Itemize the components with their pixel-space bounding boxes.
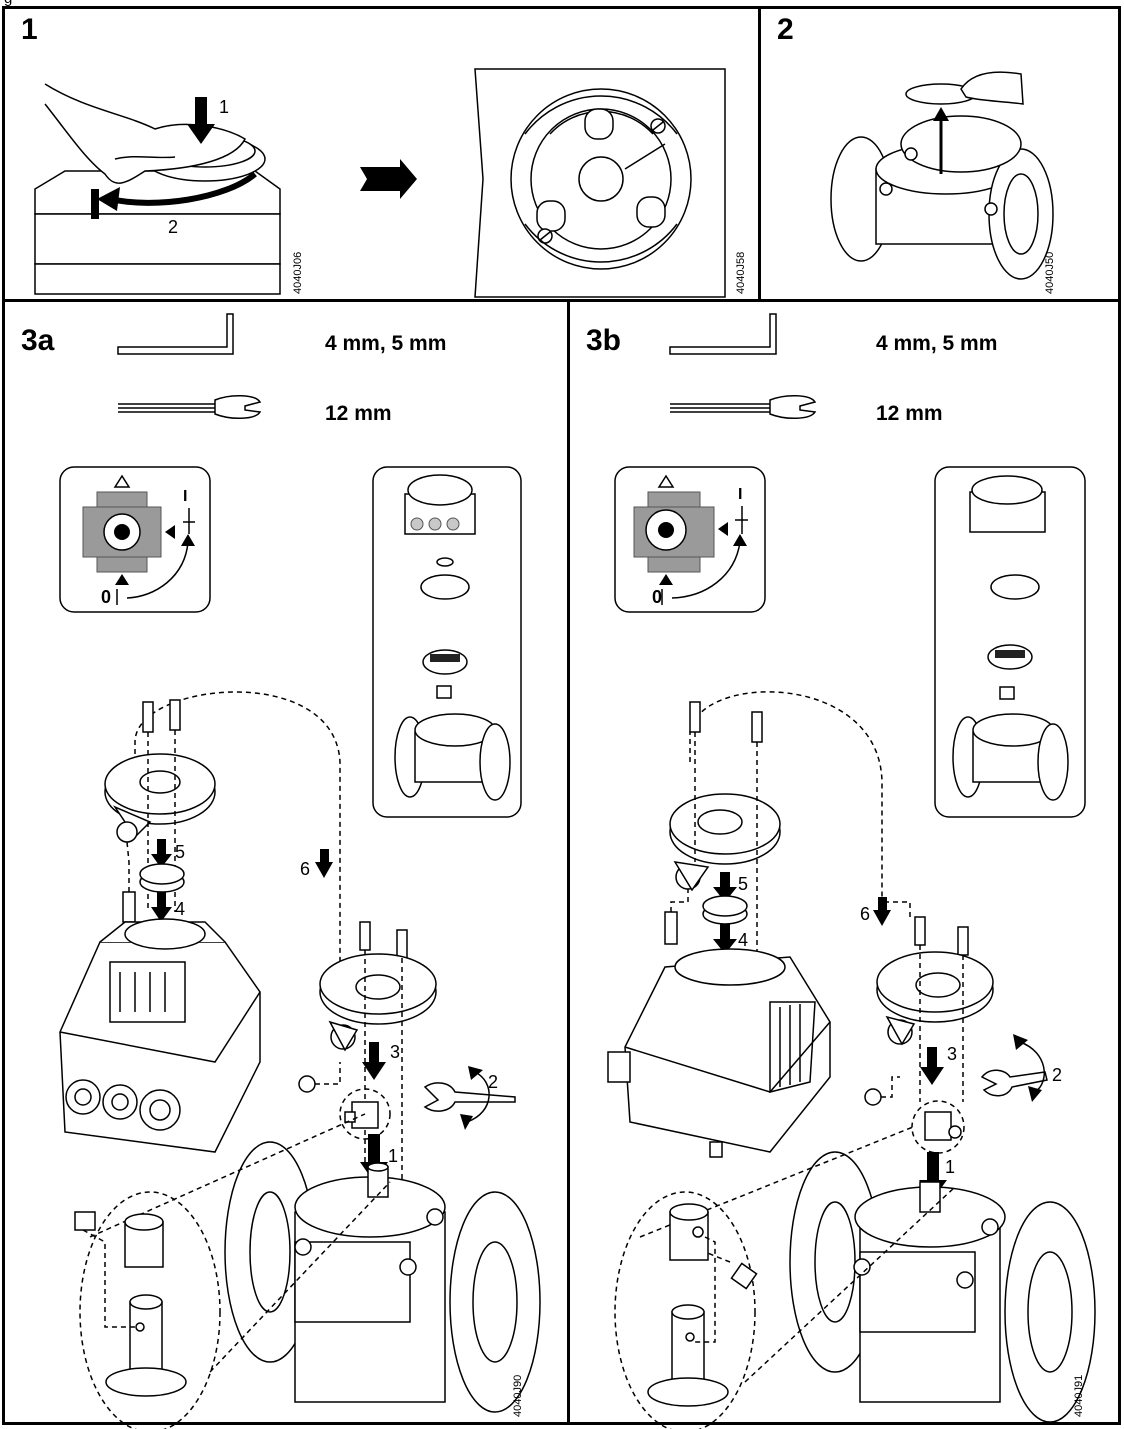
step-label: 5: [738, 874, 749, 894]
figure-code: 4040J91: [1073, 1374, 1085, 1417]
valve-cover-removal-illustration: [830, 71, 1054, 280]
hex-key-size-label: 4 mm, 5 mm: [325, 332, 447, 355]
divider-panel1-panel2: [758, 6, 761, 302]
panel-number: 2: [777, 13, 794, 46]
step-label: 1: [388, 1146, 399, 1166]
wrench-size-label: 12 mm: [876, 402, 943, 425]
position-zero-label: 0: [652, 587, 663, 607]
step-label: 6: [300, 859, 311, 879]
divider-3a-3b: [567, 299, 570, 1425]
position-one-label: I: [183, 488, 188, 505]
panel-number: 1: [21, 13, 38, 46]
wrench-size-label: 12 mm: [325, 402, 392, 425]
figure-code: 4040J58: [735, 251, 747, 294]
mounting-illustration: [59, 313, 541, 1429]
panel-number: 3b: [586, 324, 622, 357]
panel-3a: 3a: [5, 302, 567, 1429]
diagram-frame: [2, 6, 1121, 1425]
wrench-icon: [118, 395, 262, 419]
panel-2: 2 4040J50: [761, 9, 1118, 299]
header-fragment: g: [4, 0, 12, 7]
hex-key-icon: [669, 313, 777, 355]
figure-code: 4040J90: [512, 1374, 524, 1417]
step-label: 5: [175, 842, 186, 862]
step-label: 2: [1052, 1065, 1063, 1085]
step-label: 4: [175, 899, 186, 919]
hex-key-icon: [117, 313, 234, 355]
step-label: 1: [219, 97, 230, 117]
figure-code: 4040J50: [1044, 251, 1056, 294]
step-label: 1: [945, 1157, 956, 1177]
step-label: 2: [488, 1072, 499, 1092]
mounting-illustration: [607, 313, 1096, 1429]
divider-top-bottom: [2, 299, 1121, 302]
hex-key-size-label: 4 mm, 5 mm: [876, 332, 998, 355]
position-one-label: I: [738, 486, 743, 503]
figure-code: 4040J06: [292, 251, 304, 294]
step-label: 2: [168, 217, 179, 237]
actuator-manual-knob-illustration: [34, 68, 726, 298]
step-label: 3: [947, 1044, 958, 1064]
panel-3b: 3b: [570, 302, 1118, 1429]
step-label: 3: [390, 1042, 401, 1062]
position-zero-label: 0: [101, 587, 112, 607]
step-label: 4: [738, 930, 749, 950]
wrench-icon: [670, 395, 817, 419]
step-label: 6: [860, 904, 871, 924]
panel-number: 3a: [21, 324, 55, 357]
panel-1: 1 1 2: [5, 9, 758, 299]
